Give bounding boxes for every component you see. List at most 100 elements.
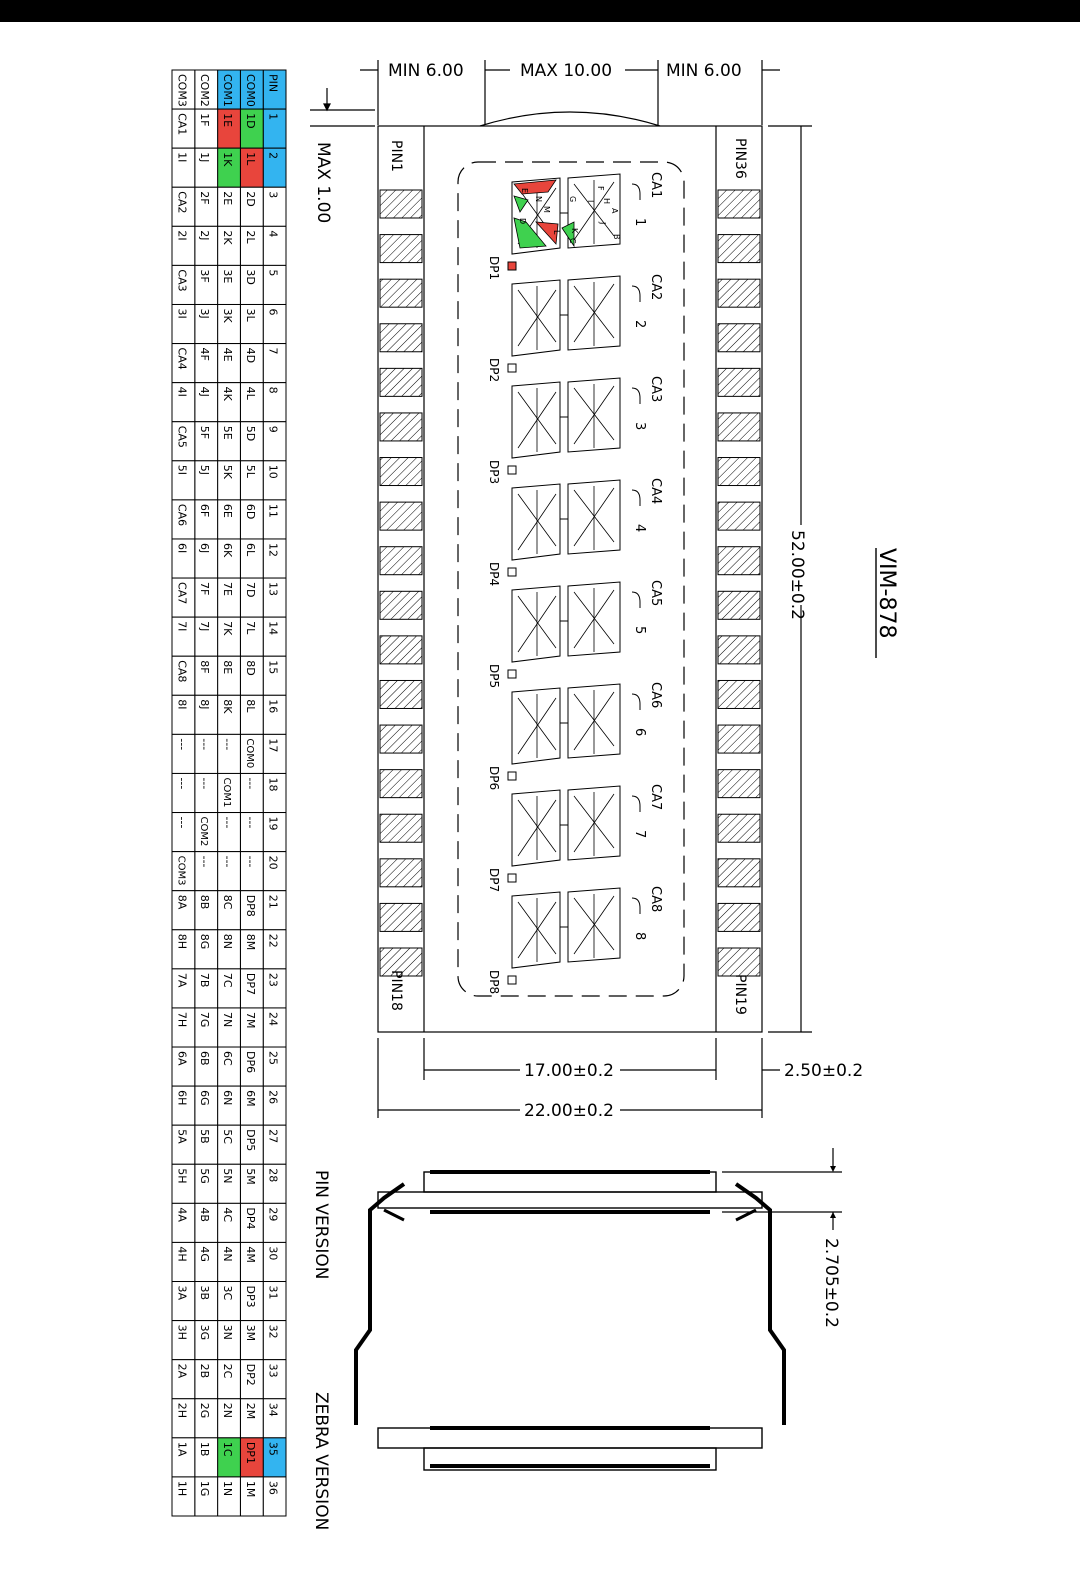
pin-table: PINCOM0COM1COM2COM311D1E1FCA121L1K1J1I32…	[171, 69, 287, 1517]
pin-table-header-label: PIN	[267, 74, 280, 92]
title: VIM-878	[874, 548, 899, 638]
dp-label: DP1	[487, 256, 501, 280]
pin-table-value: 6A	[175, 1051, 188, 1066]
ca-bracket	[631, 591, 641, 608]
digit-inner-segments-right	[573, 588, 615, 652]
pin-table-value: 9	[267, 426, 280, 433]
pin-table-value: 27	[267, 1129, 280, 1143]
decimal-point-marker	[507, 261, 517, 271]
pin-table-value: 1B	[198, 1442, 211, 1457]
pin-table-value: 5B	[198, 1129, 211, 1144]
pin-table-value: 4F	[198, 348, 211, 361]
pin-table-value: 1N	[221, 1481, 234, 1496]
dim-max-center: MAX 10.00	[520, 61, 612, 81]
pin-pad	[379, 457, 423, 487]
pin-table-value: 4	[267, 230, 280, 237]
segment-e-highlight	[513, 179, 557, 195]
dp-label: DP3	[487, 460, 501, 484]
pin-table-value: 6F	[198, 504, 211, 517]
length-dimension	[768, 125, 812, 1033]
digit-inner-segments-right	[573, 384, 615, 448]
segment-letter: J	[598, 221, 607, 224]
pin-table-value: 2F	[198, 191, 211, 204]
pin18-label: PIN18	[388, 970, 404, 1011]
dim-pin-offset: 2.50±0.2	[784, 1061, 863, 1081]
pin-table-value: 36	[267, 1481, 280, 1495]
pin-table-value: 4I	[175, 387, 188, 397]
segment-letter: B	[612, 234, 621, 240]
pin-table-value: DP1	[244, 1442, 257, 1464]
pin-table-value: 2A	[175, 1364, 188, 1379]
digit-inner-segments-left	[517, 694, 557, 758]
pin-table-value: COM2	[198, 817, 209, 847]
pin-table-value: 7B	[198, 973, 211, 988]
pin-table-value: 5K	[221, 465, 234, 480]
digit-number: 1	[632, 218, 647, 226]
pin-table-value: 7H	[175, 1012, 188, 1027]
pin-table-value: DP2	[244, 1364, 257, 1386]
zebra-version-side-view	[377, 1426, 763, 1471]
pin-table-value: 2C	[221, 1364, 234, 1379]
pin-table-value: 7L	[244, 621, 257, 635]
dim-height: 2.705±0.2	[821, 1238, 841, 1328]
width-dimensions	[377, 1038, 780, 1118]
pin-pad	[379, 679, 423, 709]
pin-table-value: 3G	[198, 1325, 211, 1341]
pin-table-value: 7M	[244, 1012, 257, 1029]
decimal-point-marker	[507, 669, 517, 679]
pin-table-value: CA7	[175, 582, 188, 604]
pin-table-value: 6C	[221, 1051, 234, 1066]
pin-table-value: 3J	[198, 308, 211, 318]
pin-table-value: 4E	[221, 348, 234, 362]
ca-bracket	[631, 693, 641, 710]
pin-table-value: 1F	[198, 113, 211, 126]
pin-table-value: CA5	[175, 426, 188, 448]
digit-inner-segments-right	[573, 690, 615, 754]
pin-pad	[379, 858, 423, 888]
pin-table-value: ---	[198, 856, 211, 868]
pin-table-value: CA3	[175, 269, 188, 291]
segment-letter: L	[552, 230, 561, 235]
pin-pad	[717, 679, 761, 709]
pin-table-value: CA8	[175, 660, 188, 682]
pin-version-side-view	[354, 1148, 842, 1425]
digit-inner-segments-left	[517, 490, 557, 554]
pin-table-value: 5	[267, 269, 280, 276]
digit-half-left	[511, 789, 561, 867]
pin-pad	[379, 546, 423, 576]
decimal-point-marker	[507, 567, 517, 577]
pin-table-value: 13	[267, 582, 280, 596]
pin-table-value: 1C	[221, 1442, 234, 1457]
digit-half-left	[511, 279, 561, 357]
digit-inner-segments-left	[517, 388, 557, 452]
pin-pad	[379, 947, 423, 977]
digit-half-left	[511, 177, 561, 255]
segment-letter: M	[542, 206, 551, 213]
digit-inner-segments-left	[517, 286, 557, 350]
pin-table-value: 6D	[244, 504, 257, 519]
pin-table-value: 8F	[198, 660, 211, 673]
pin-table-value: 5N	[221, 1168, 234, 1183]
dp-label: DP5	[487, 664, 501, 688]
segment-l-highlight	[535, 221, 559, 245]
digit-number: 7	[632, 830, 647, 838]
pin-table-value: COM0	[244, 738, 255, 768]
pin-table-value: 16	[267, 699, 280, 713]
pin-table-value: 3H	[175, 1325, 188, 1340]
ca-bracket	[631, 183, 641, 200]
pin-table-value: 7F	[198, 582, 211, 595]
pin-table-value: 7A	[175, 973, 188, 988]
pin-table-value: 5E	[221, 426, 234, 440]
pin-table-header-label: COM3	[175, 74, 188, 107]
digit-inner-segments-right	[573, 282, 615, 346]
digit-number: 8	[632, 932, 647, 940]
pin-table-value: 4D	[244, 348, 257, 363]
top-dimensions	[310, 60, 780, 127]
pins-left	[379, 189, 423, 977]
pin-table-value: 6I	[175, 543, 188, 553]
dim-length: 52.00±0.2	[787, 530, 807, 620]
pin-table-value: 5I	[175, 465, 188, 475]
pin-table-value: 3D	[244, 269, 257, 284]
